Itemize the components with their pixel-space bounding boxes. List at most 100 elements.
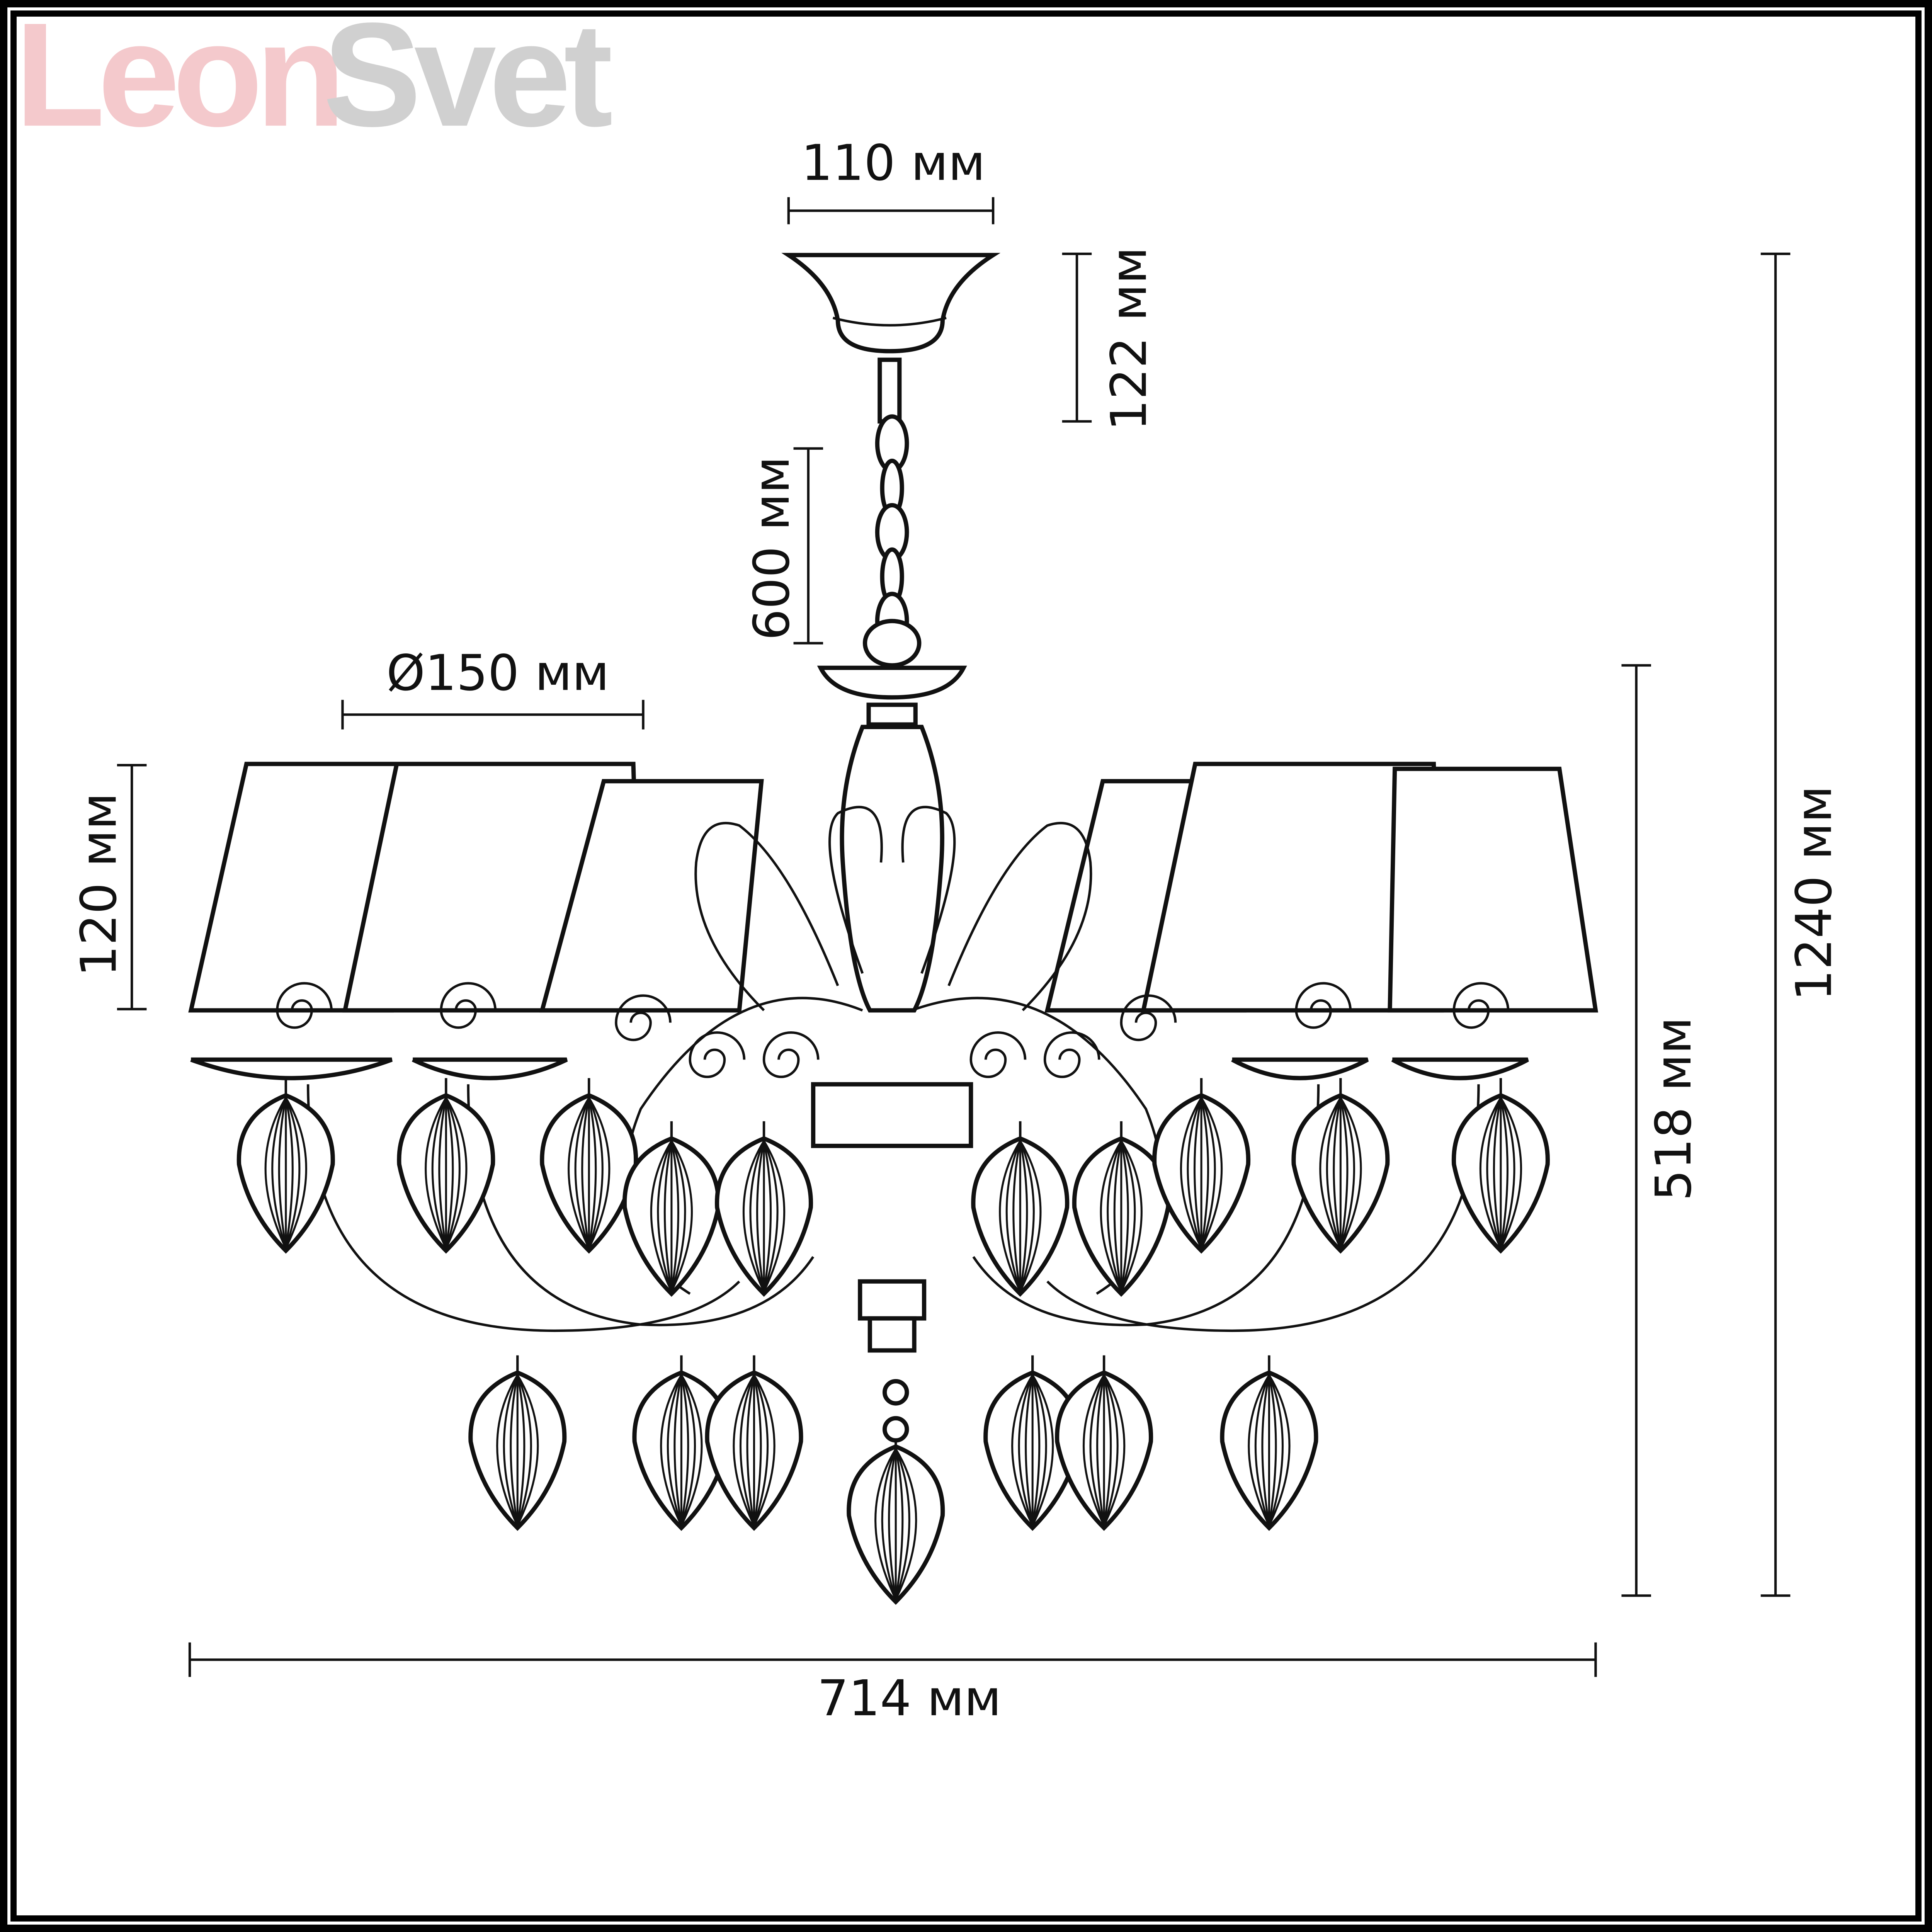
pendant-rib: [667, 1374, 682, 1526]
lamp-shade: [539, 779, 764, 1013]
scroll-curl: [615, 994, 672, 1041]
pendant-rib: [756, 1141, 765, 1292]
pendant-rib: [650, 1140, 673, 1292]
pendant-rib: [516, 1374, 532, 1526]
pendant-rib: [1103, 1374, 1126, 1526]
pendant-rib: [1031, 1375, 1041, 1526]
crystal-pendant: [705, 1355, 803, 1531]
pendant-rib: [1011, 1374, 1034, 1526]
pendant-rib: [445, 1097, 468, 1249]
pendant-rib: [733, 1374, 755, 1526]
pendant-rib: [588, 1097, 611, 1249]
dim-total-width: 714 мм: [188, 1642, 1597, 1727]
pendant-rib: [1100, 1140, 1122, 1292]
drip-cup: [1231, 1057, 1369, 1080]
pendant-rib: [1120, 1140, 1143, 1292]
pendant-rib: [1200, 1097, 1223, 1249]
scroll-arm: [1046, 1084, 1480, 1332]
scroll-curl: [689, 1031, 746, 1078]
dim-body-height: 518 мм: [1621, 664, 1702, 1597]
label-shade-diameter: Ø150 мм: [386, 645, 609, 702]
pendant-rib: [285, 1097, 301, 1249]
pendant-rib: [588, 1097, 597, 1248]
pendant-rib: [874, 1448, 897, 1600]
chain: [862, 414, 922, 668]
pendant-rib: [881, 1449, 897, 1600]
label-chain-length: 600 мм: [743, 456, 801, 640]
pendant-rib: [1500, 1097, 1522, 1249]
scroll-arm: [694, 821, 839, 1012]
pendant-rib: [516, 1374, 539, 1526]
pendant-rib: [657, 1140, 673, 1292]
dim-shade-height: 120 мм: [71, 764, 147, 1010]
pendant-rib: [1268, 1375, 1277, 1526]
pendant-rib: [1005, 1140, 1021, 1292]
label-total-width: 714 мм: [817, 1670, 1001, 1727]
pendant-rib: [1120, 1141, 1129, 1292]
bead: [882, 1379, 909, 1406]
crystal-pendant: [983, 1355, 1082, 1531]
pendant-rib: [753, 1374, 769, 1526]
crystal-pendant: [1072, 1121, 1170, 1297]
drip-cup: [1391, 1057, 1529, 1080]
pendant-rib: [763, 1140, 786, 1292]
scroll-curl: [1452, 982, 1510, 1029]
bead: [882, 1416, 909, 1443]
label-body-height: 518 мм: [1645, 1017, 1702, 1201]
pendant-rib: [1486, 1097, 1502, 1249]
pendant-rib: [271, 1097, 287, 1249]
pendant-rib: [568, 1097, 590, 1249]
pendant-rib: [438, 1097, 447, 1248]
pendant-rib: [1083, 1374, 1105, 1526]
logo-part-leon: Leon: [15, 0, 338, 157]
crystal-pendant: [1055, 1355, 1153, 1531]
pendant-rib: [1493, 1097, 1502, 1248]
pendant-rib: [749, 1140, 765, 1292]
pendant-rib: [503, 1374, 519, 1526]
dim-chain-length: 600 мм: [743, 447, 823, 645]
pendant-rib: [1200, 1097, 1216, 1249]
scroll-arm: [901, 806, 956, 974]
pendant-rib: [1019, 1140, 1042, 1292]
pendant-rib: [1261, 1375, 1270, 1526]
pendant-rib: [496, 1374, 519, 1526]
pendant-rib: [895, 1448, 917, 1600]
scroll-curl: [440, 982, 497, 1029]
pendant-rib: [1012, 1141, 1021, 1292]
pendant-rib: [1340, 1097, 1362, 1249]
label-total-height: 1240 мм: [1786, 786, 1843, 1001]
drip-cup: [412, 1057, 568, 1080]
pendant-rib: [1018, 1374, 1034, 1526]
chandelier: [188, 253, 1598, 1605]
inner-frame: [10, 10, 1922, 1922]
label-canopy-height: 122 мм: [1101, 247, 1158, 431]
pendant-rib: [574, 1097, 590, 1249]
leon-svet-logo: Leon Svet: [15, 0, 619, 157]
dim-shade-diameter: Ø150 мм: [341, 645, 645, 730]
pendant-rib: [1500, 1097, 1509, 1248]
pendant-rib: [1113, 1141, 1122, 1292]
crystal-pendant: [1291, 1078, 1390, 1254]
pendant-rib: [445, 1097, 461, 1249]
pendant-rib: [999, 1140, 1021, 1292]
pendant-rib: [1103, 1375, 1112, 1526]
pendant-rib: [763, 1140, 779, 1292]
scroll-arm: [307, 1084, 740, 1332]
pendant-rib: [680, 1374, 703, 1526]
pendant-rib: [670, 1140, 693, 1292]
pendant-rib: [763, 1141, 772, 1292]
crystal-pendant: [397, 1078, 495, 1254]
pendant-rib: [1319, 1097, 1342, 1249]
crystal-pendant: [632, 1355, 731, 1531]
chain-ring: [862, 619, 922, 668]
pendant-rib: [1193, 1097, 1202, 1248]
pendant-rib: [895, 1449, 910, 1600]
pendant-rib: [1268, 1374, 1291, 1526]
crystal-pendant: [1451, 1078, 1550, 1254]
pendant-rib: [753, 1374, 776, 1526]
pendant-rib: [510, 1375, 519, 1526]
center-body: [811, 665, 973, 1353]
pendant-rib: [516, 1375, 526, 1526]
